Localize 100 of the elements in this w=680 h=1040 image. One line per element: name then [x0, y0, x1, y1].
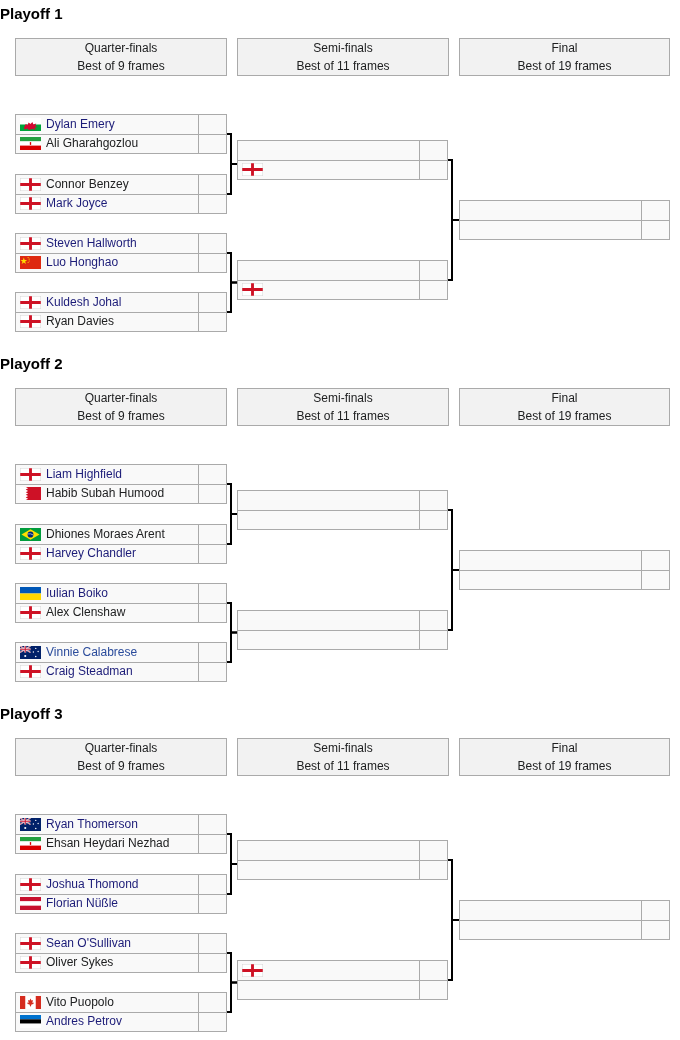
player-name: Iulian Boiko — [46, 585, 109, 601]
player-name: Ryan Thomerson — [46, 816, 138, 832]
bracket-line — [226, 631, 238, 663]
round-name: Semi-finals — [313, 390, 373, 407]
player-row — [16, 311, 226, 331]
player-row — [16, 602, 226, 622]
player-name: Sean O'Sullivan — [46, 935, 131, 951]
player-row — [16, 952, 226, 972]
player-row — [238, 159, 447, 179]
match-box — [237, 840, 448, 880]
player-name: Joshua Thomond — [46, 876, 139, 892]
match-format: Best of 11 frames — [296, 408, 390, 425]
player-name: Harvey Chandler — [46, 546, 137, 562]
player-name: Vinnie Calabrese — [46, 644, 138, 660]
player-row — [16, 893, 226, 913]
player-name: Florian Nüßle — [46, 896, 119, 912]
player-name: Ryan Davies — [46, 314, 115, 330]
match-format: Best of 9 frames — [77, 58, 165, 75]
player-row — [16, 661, 226, 681]
player-row — [16, 833, 226, 853]
player-name: Alex Clenshaw — [46, 605, 126, 621]
match-box — [459, 900, 670, 940]
player-row — [16, 1011, 226, 1031]
match-box — [15, 233, 227, 273]
bracket-line — [447, 919, 460, 981]
player-name: Steven Hallworth — [46, 235, 137, 251]
player-name: Mark Joyce — [46, 196, 108, 212]
player-row — [238, 629, 447, 649]
player-name: Ali Gharahgozlou — [46, 136, 139, 152]
round-header — [237, 38, 449, 76]
player-row — [460, 569, 669, 589]
player-name: Liam Highfield — [46, 466, 123, 482]
match-box — [459, 550, 670, 590]
round-header — [237, 388, 449, 426]
match-box — [15, 933, 227, 973]
match-box — [237, 140, 448, 180]
player-row — [238, 859, 447, 879]
player-name: Luo Honghao — [46, 255, 119, 271]
round-header — [15, 388, 227, 426]
match-format: Best of 9 frames — [77, 408, 165, 425]
match-box — [15, 583, 227, 623]
bracket-line — [226, 513, 238, 545]
round-name: Final — [551, 40, 578, 57]
player-row — [16, 133, 226, 153]
round-name: Quarter-finals — [84, 40, 158, 57]
player-name: Craig Steadman — [46, 664, 133, 680]
match-box — [15, 524, 227, 564]
match-box — [15, 464, 227, 504]
bracket-line — [447, 219, 460, 281]
match-box — [237, 490, 448, 530]
round-name: Final — [551, 740, 578, 757]
match-box — [459, 200, 670, 240]
player-name: Dylan Emery — [46, 116, 115, 132]
player-row — [460, 219, 669, 239]
section-heading: Playoff 1 — [0, 4, 63, 24]
match-box — [237, 610, 448, 650]
round-header — [237, 738, 449, 776]
player-name: Kuldesh Johal — [46, 294, 122, 310]
match-format: Best of 19 frames — [517, 758, 612, 775]
match-box — [15, 874, 227, 914]
section-heading: Playoff 2 — [0, 354, 63, 374]
player-name: Ehsan Heydari Nezhad — [46, 836, 170, 852]
round-header — [15, 38, 227, 76]
round-name: Quarter-finals — [84, 740, 158, 757]
player-row — [16, 483, 226, 503]
round-header — [459, 38, 670, 76]
player-row — [238, 979, 447, 999]
player-name: Habib Subah Humood — [46, 486, 165, 502]
player-row — [238, 509, 447, 529]
round-header — [459, 738, 670, 776]
player-row — [460, 919, 669, 939]
player-row — [16, 193, 226, 213]
match-format: Best of 9 frames — [77, 758, 165, 775]
section-heading: Playoff 3 — [0, 704, 63, 724]
match-format: Best of 19 frames — [517, 58, 612, 75]
match-box — [15, 642, 227, 682]
match-format: Best of 11 frames — [296, 758, 390, 775]
bracket-line — [226, 163, 238, 195]
player-row — [16, 543, 226, 563]
match-box — [237, 960, 448, 1000]
player-row — [238, 279, 447, 299]
bracket-line — [226, 981, 238, 1013]
bracket-line — [226, 863, 238, 895]
player-name: Vito Puopolo — [46, 994, 114, 1010]
match-box — [15, 992, 227, 1032]
round-name: Semi-finals — [313, 40, 373, 57]
player-name: Dhiones Moraes Arent — [46, 526, 165, 542]
bracket-line — [447, 569, 460, 631]
match-box — [15, 114, 227, 154]
round-name: Final — [551, 390, 578, 407]
match-format: Best of 19 frames — [517, 408, 612, 425]
round-header — [459, 388, 670, 426]
player-row — [16, 252, 226, 272]
match-box — [15, 292, 227, 332]
match-box — [15, 174, 227, 214]
round-name: Semi-finals — [313, 740, 373, 757]
player-name: Andres Petrov — [46, 1014, 123, 1030]
round-header — [15, 738, 227, 776]
bracket-line — [226, 281, 238, 313]
match-format: Best of 11 frames — [296, 58, 390, 75]
